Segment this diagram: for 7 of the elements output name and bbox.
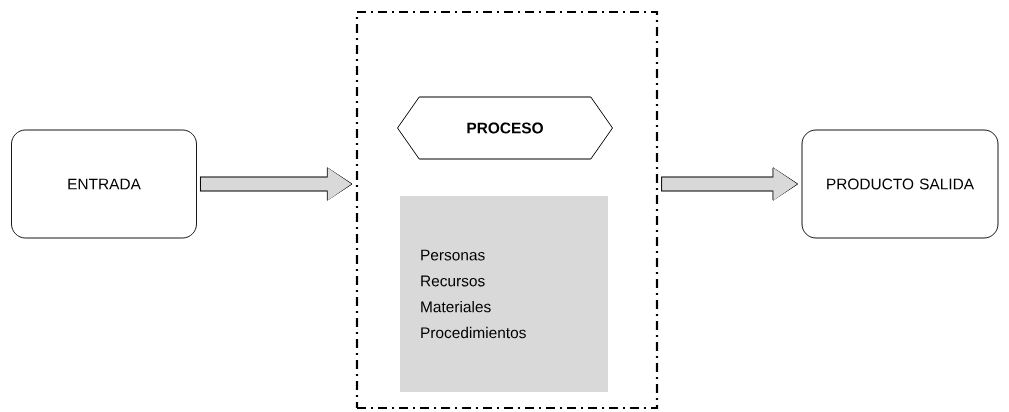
- boundary-box: [355, 10, 659, 410]
- block-arrow: [661, 167, 799, 201]
- process-box: ENTRADA: [11, 129, 197, 239]
- process-box: PRODUCTO SALIDA: [801, 129, 999, 239]
- block-arrow: [199, 167, 353, 201]
- resource-list-box: Personas Recursos Materiales Procedimientos: [400, 196, 608, 392]
- process-hexagon: PROCESO: [397, 96, 613, 160]
